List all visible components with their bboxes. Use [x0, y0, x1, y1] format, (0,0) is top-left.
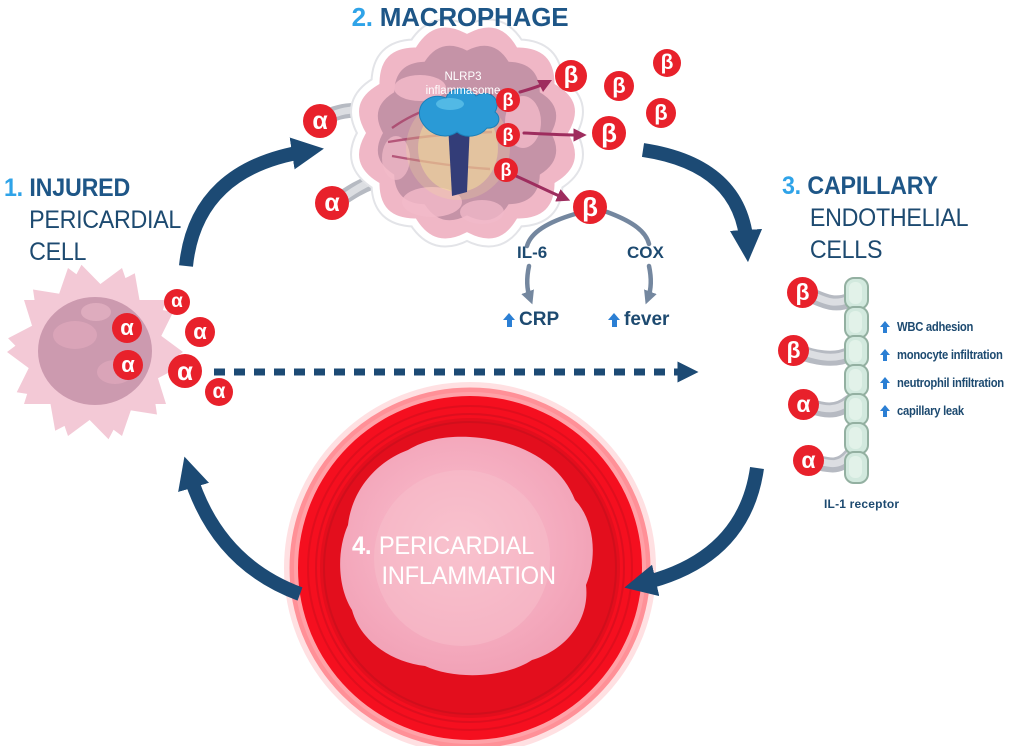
step1-line2: PERICARDIAL	[29, 206, 182, 234]
secretion-arrow	[522, 128, 587, 142]
alpha-molecule: α	[205, 378, 233, 406]
step2-macrophage-title: 2.MACROPHAGE	[330, 1, 590, 33]
beta-molecule: β	[496, 88, 520, 112]
injured-cell	[7, 264, 183, 440]
step2-label: MACROPHAGE	[379, 2, 569, 32]
beta-molecule: β	[604, 71, 634, 101]
secretion-arrow	[514, 174, 571, 202]
effect-label: neutrophil infiltration	[897, 376, 1004, 390]
crp-outcome: CRP	[503, 309, 559, 331]
step3-label: CAPILLARY	[807, 172, 938, 200]
effect-item-wbc-adhesion: WBC adhesion	[880, 318, 982, 336]
cycle-arrow-cell-to-macrophage	[179, 137, 324, 267]
nlrp3-line2: inflammasome	[425, 84, 501, 97]
beta-molecule: β	[573, 190, 607, 224]
beta-molecule: β	[496, 123, 520, 147]
cycle-arrow-inflammation-to-cell	[178, 456, 303, 601]
beta-molecule: β	[555, 60, 587, 92]
step3-number: 3.	[782, 172, 801, 200]
up-arrow-icon	[880, 376, 892, 390]
step1-injured-cell-title: 1.INJURED PERICARDIAL CELL	[4, 172, 181, 268]
cycle-arrow-capillary-to-inflammation	[624, 466, 764, 597]
beta-molecule: β	[646, 98, 676, 128]
beta-molecule: β	[592, 116, 626, 150]
up-arrow-icon	[880, 320, 892, 334]
step4-inflammation-title: 4.PERICARDIAL INFLAMMATION	[352, 531, 556, 591]
alpha-molecule: α	[112, 313, 142, 343]
up-arrow-icon	[608, 312, 620, 328]
alpha-molecule: α	[168, 354, 202, 388]
crp-label: CRP	[519, 309, 560, 330]
step1-label: INJURED	[29, 174, 131, 202]
macrophage	[316, 18, 587, 248]
mediator-branch	[521, 209, 657, 305]
step3-line2: ENDOTHELIAL	[809, 204, 969, 232]
up-arrow-icon	[880, 348, 892, 362]
effect-label: monocyte infiltration	[897, 348, 1003, 362]
il1-receptor-caption: IL-1 receptor	[824, 497, 900, 511]
cycle-arrow-macrophage-to-capillary	[641, 143, 763, 263]
step1-line3: CELL	[29, 238, 87, 266]
alpha-molecule: α	[315, 186, 349, 220]
alpha-molecule: α	[164, 289, 190, 315]
inflammation-circle	[284, 382, 656, 746]
effect-label: capillary leak	[897, 404, 964, 418]
alpha-molecule: α	[113, 350, 143, 380]
up-arrow-icon	[503, 312, 515, 328]
beta-molecule-receptor: β	[787, 277, 818, 308]
beta-molecule-receptor: β	[778, 335, 809, 366]
cox-label: COX	[627, 243, 664, 262]
step3-line3: CELLS	[809, 236, 883, 264]
nlrp3-line1: NLRP3	[444, 71, 482, 83]
step4-line2: INFLAMMATION	[381, 562, 556, 590]
nlrp3-inflammasome-graphic	[406, 88, 510, 200]
fever-label: fever	[624, 309, 670, 330]
alpha-molecule: α	[185, 317, 215, 347]
effect-label: WBC adhesion	[897, 320, 974, 334]
effect-item-neutrophil-infiltration: neutrophil infiltration	[880, 374, 1016, 392]
step1-number: 1.	[4, 174, 23, 202]
alpha-molecule-receptor: α	[788, 389, 819, 420]
up-arrow-icon	[880, 404, 892, 418]
fever-outcome: fever	[608, 309, 669, 331]
alpha-molecule: α	[303, 104, 337, 138]
effect-item-monocyte-infiltration: monocyte infiltration	[880, 346, 1014, 364]
effect-item-capillary-leak: capillary leak	[880, 402, 971, 420]
step2-number: 2.	[351, 2, 373, 32]
secretion-arrow	[518, 79, 553, 94]
step4-number: 4.	[352, 532, 372, 560]
il6-label: IL-6	[517, 243, 548, 262]
beta-molecule: β	[653, 49, 681, 77]
step4-label: PERICARDIAL	[378, 532, 535, 560]
nlrp3-inflammasome-label: NLRP3 inflammasome	[403, 71, 523, 99]
beta-molecule: β	[494, 158, 518, 182]
step3-capillary-title: 3.CAPILLARY ENDOTHELIAL CELLS	[782, 170, 969, 266]
alpha-molecule-receptor: α	[793, 445, 824, 476]
